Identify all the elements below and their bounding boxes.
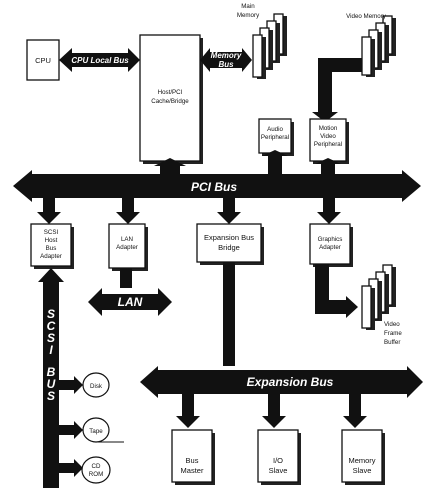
memory-slave-label-2: Slave xyxy=(353,466,372,475)
cpu-label: CPU xyxy=(35,56,51,65)
expansion-bridge-block: Expansion Bus Bridge xyxy=(196,223,264,265)
audio-label-1: Audio xyxy=(267,126,283,133)
scsi-adapter-block: SCSI Host Bus Adapter xyxy=(30,223,74,269)
memory-bus: Memory Bus xyxy=(200,48,252,72)
scsi-adapter-label-3: Bus xyxy=(46,245,57,252)
graphics-adapter-block: Graphics Adapter xyxy=(309,223,353,267)
video-memory-connector xyxy=(312,58,362,122)
pci-bus-label: PCI Bus xyxy=(191,180,237,194)
lan-bus: LAN xyxy=(88,268,172,316)
disk-device: Disk xyxy=(82,372,110,398)
scsi-bus-label-u: U xyxy=(47,377,56,391)
graphics-adapter-label-2: Adapter xyxy=(319,244,341,251)
motion-video-label-1: Motion xyxy=(319,125,338,132)
bus-master-block: Bus Master xyxy=(171,429,215,485)
expansion-bridge-label-1: Expansion Bus xyxy=(204,233,254,242)
scsi-bus-label-s2: S xyxy=(47,331,55,345)
host-pci-bridge-block: Host/PCI Cache/Bridge xyxy=(139,34,203,164)
frame-buffer-connector xyxy=(315,264,358,318)
video-memory-label: Video Memory xyxy=(346,13,387,20)
expansion-bus-label: Expansion Bus xyxy=(247,375,334,389)
main-memory-stack: Main Memory xyxy=(237,3,287,79)
frame-buffer-label-3: Buffer xyxy=(384,339,400,346)
cdrom-label-2: ROM xyxy=(89,471,103,478)
host-bridge-label-2: Cache/Bridge xyxy=(151,98,189,105)
frame-buffer-label-2: Frame xyxy=(384,330,402,337)
lan-bus-label: LAN xyxy=(118,295,143,309)
cdrom-device: CD ROM xyxy=(81,456,111,484)
lan-adapter-label-2: Adapter xyxy=(116,244,138,251)
bus-master-label-1: Bus xyxy=(186,456,199,465)
memory-slave-block: Memory Slave xyxy=(341,429,385,485)
tape-device: Tape xyxy=(82,417,124,443)
host-bridge-label-1: Host/PCI xyxy=(158,89,183,96)
audio-peripheral-block: Audio Peripheral xyxy=(258,118,294,156)
memory-slave-label-1: Memory xyxy=(348,456,375,465)
pci-bus: PCI Bus xyxy=(13,170,421,202)
scsi-bus-label-i: I xyxy=(49,343,53,357)
scsi-bus: S C S I B U S xyxy=(38,268,64,488)
scsi-bus-label-c: C xyxy=(47,319,56,333)
expansion-bus: Expansion Bus xyxy=(140,366,423,398)
lan-adapter-label-1: LAN xyxy=(121,236,133,243)
cpu-local-bus-label: CPU Local Bus xyxy=(71,56,129,65)
cpu-block: CPU xyxy=(26,39,60,81)
video-frame-buffer-stack: Video Frame Buffer xyxy=(361,264,402,346)
main-memory-label-2: Memory xyxy=(237,12,260,19)
memory-bus-label-1: Memory xyxy=(211,51,242,60)
io-slave-label-1: I/O xyxy=(273,456,283,465)
motion-video-peripheral-block: Motion Video Peripheral xyxy=(309,118,349,164)
scsi-adapter-label-2: Host xyxy=(45,237,58,244)
lan-adapter-block: LAN Adapter xyxy=(108,223,148,271)
audio-label-2: Peripheral xyxy=(261,134,289,141)
scsi-adapter-label-4: Adapter xyxy=(40,253,62,260)
pci-lower-connectors xyxy=(37,198,341,224)
scsi-device-connectors xyxy=(59,376,83,477)
motion-video-label-3: Peripheral xyxy=(314,141,342,148)
disk-label: Disk xyxy=(90,383,103,390)
main-memory-label-1: Main xyxy=(241,3,255,10)
io-slave-block: I/O Slave xyxy=(257,429,301,485)
pci-upper-connectors xyxy=(154,150,341,174)
expansion-bridge-connector xyxy=(223,262,235,366)
cpu-local-bus: CPU Local Bus xyxy=(59,48,140,72)
memory-bus-label-2: Bus xyxy=(218,60,234,69)
scsi-bus-label-s3: S xyxy=(47,389,55,403)
frame-buffer-label-1: Video xyxy=(384,321,400,328)
cdrom-label-1: CD xyxy=(92,463,101,470)
tape-label: Tape xyxy=(89,428,103,435)
video-memory-stack: Video Memory xyxy=(346,13,396,77)
bus-master-label-2: Master xyxy=(181,466,204,475)
graphics-adapter-label-1: Graphics xyxy=(318,236,343,243)
scsi-bus-label-b: B xyxy=(47,365,56,379)
io-slave-label-2: Slave xyxy=(269,466,288,475)
scsi-adapter-label-1: SCSI xyxy=(44,229,59,236)
motion-video-label-2: Video xyxy=(320,133,336,140)
expansion-bridge-label-2: Bridge xyxy=(218,243,240,252)
scsi-bus-label-s1: S xyxy=(47,307,55,321)
expansion-lower-connectors xyxy=(176,394,367,428)
